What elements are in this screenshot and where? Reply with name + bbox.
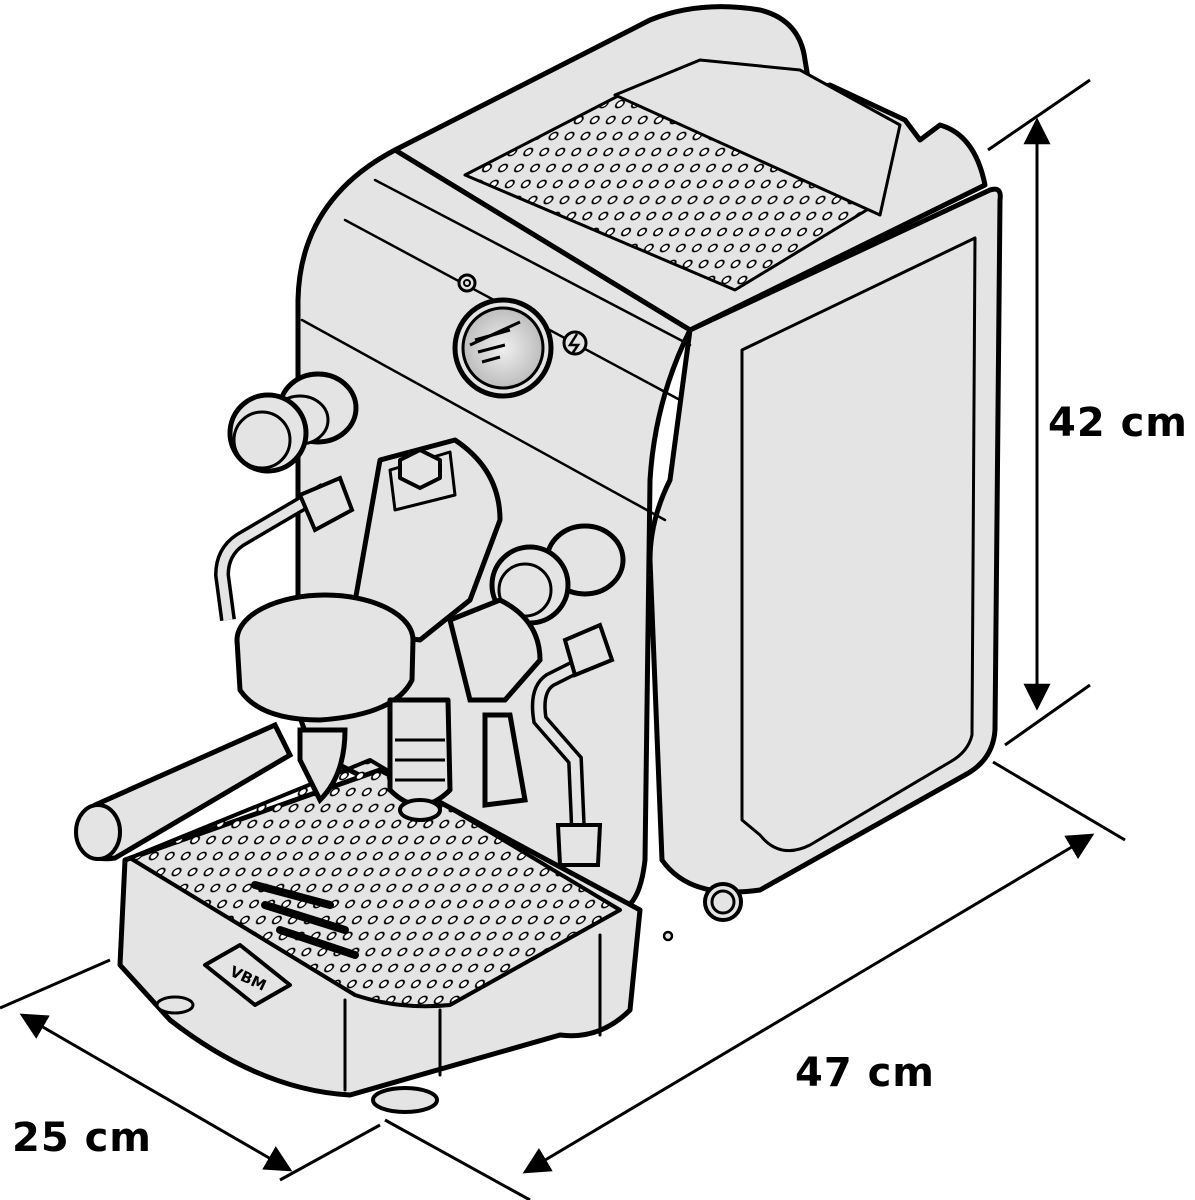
hex-bolt-top — [398, 448, 442, 490]
height-ext-top — [987, 78, 1091, 152]
depth-ext-right — [279, 1123, 381, 1182]
valve-lever — [447, 597, 543, 808]
gauge-needle — [469, 320, 521, 347]
width-dimension-line — [522, 833, 1095, 1174]
switch-button-right — [703, 882, 743, 922]
portafilter — [74, 721, 348, 862]
tray-slot-1 — [251, 881, 334, 909]
power-lightning-icon — [562, 330, 588, 356]
indicator-dot — [662, 930, 674, 942]
height-ext-bottom — [1004, 683, 1091, 747]
drip-tray-grate — [128, 758, 622, 1009]
tray-slot-3 — [276, 926, 359, 959]
front-band-3 — [300, 318, 667, 522]
pressure-gauge — [452, 297, 554, 399]
tray-slot-2 — [261, 901, 349, 934]
brew-group — [234, 437, 503, 822]
height-label: 42 cm — [1048, 400, 1188, 446]
foot-front — [371, 1086, 439, 1114]
width-ext-right — [992, 760, 1126, 842]
foot-left — [155, 995, 195, 1015]
width-ext-left — [384, 1118, 531, 1200]
steam-wand-left — [213, 475, 355, 622]
top-lid — [613, 58, 902, 217]
depth-ext-left — [0, 958, 111, 1010]
width-label: 47 cm — [795, 1050, 935, 1096]
group-neck — [387, 697, 453, 808]
indicator-screw-top — [457, 273, 477, 293]
depth-label: 25 cm — [12, 1115, 152, 1161]
vbm-badge — [203, 943, 292, 1007]
steam-knob-left — [227, 371, 359, 474]
front-upper-band — [373, 178, 692, 347]
dimension-lines — [0, 78, 1126, 1200]
depth-dimension-line — [19, 1013, 293, 1172]
